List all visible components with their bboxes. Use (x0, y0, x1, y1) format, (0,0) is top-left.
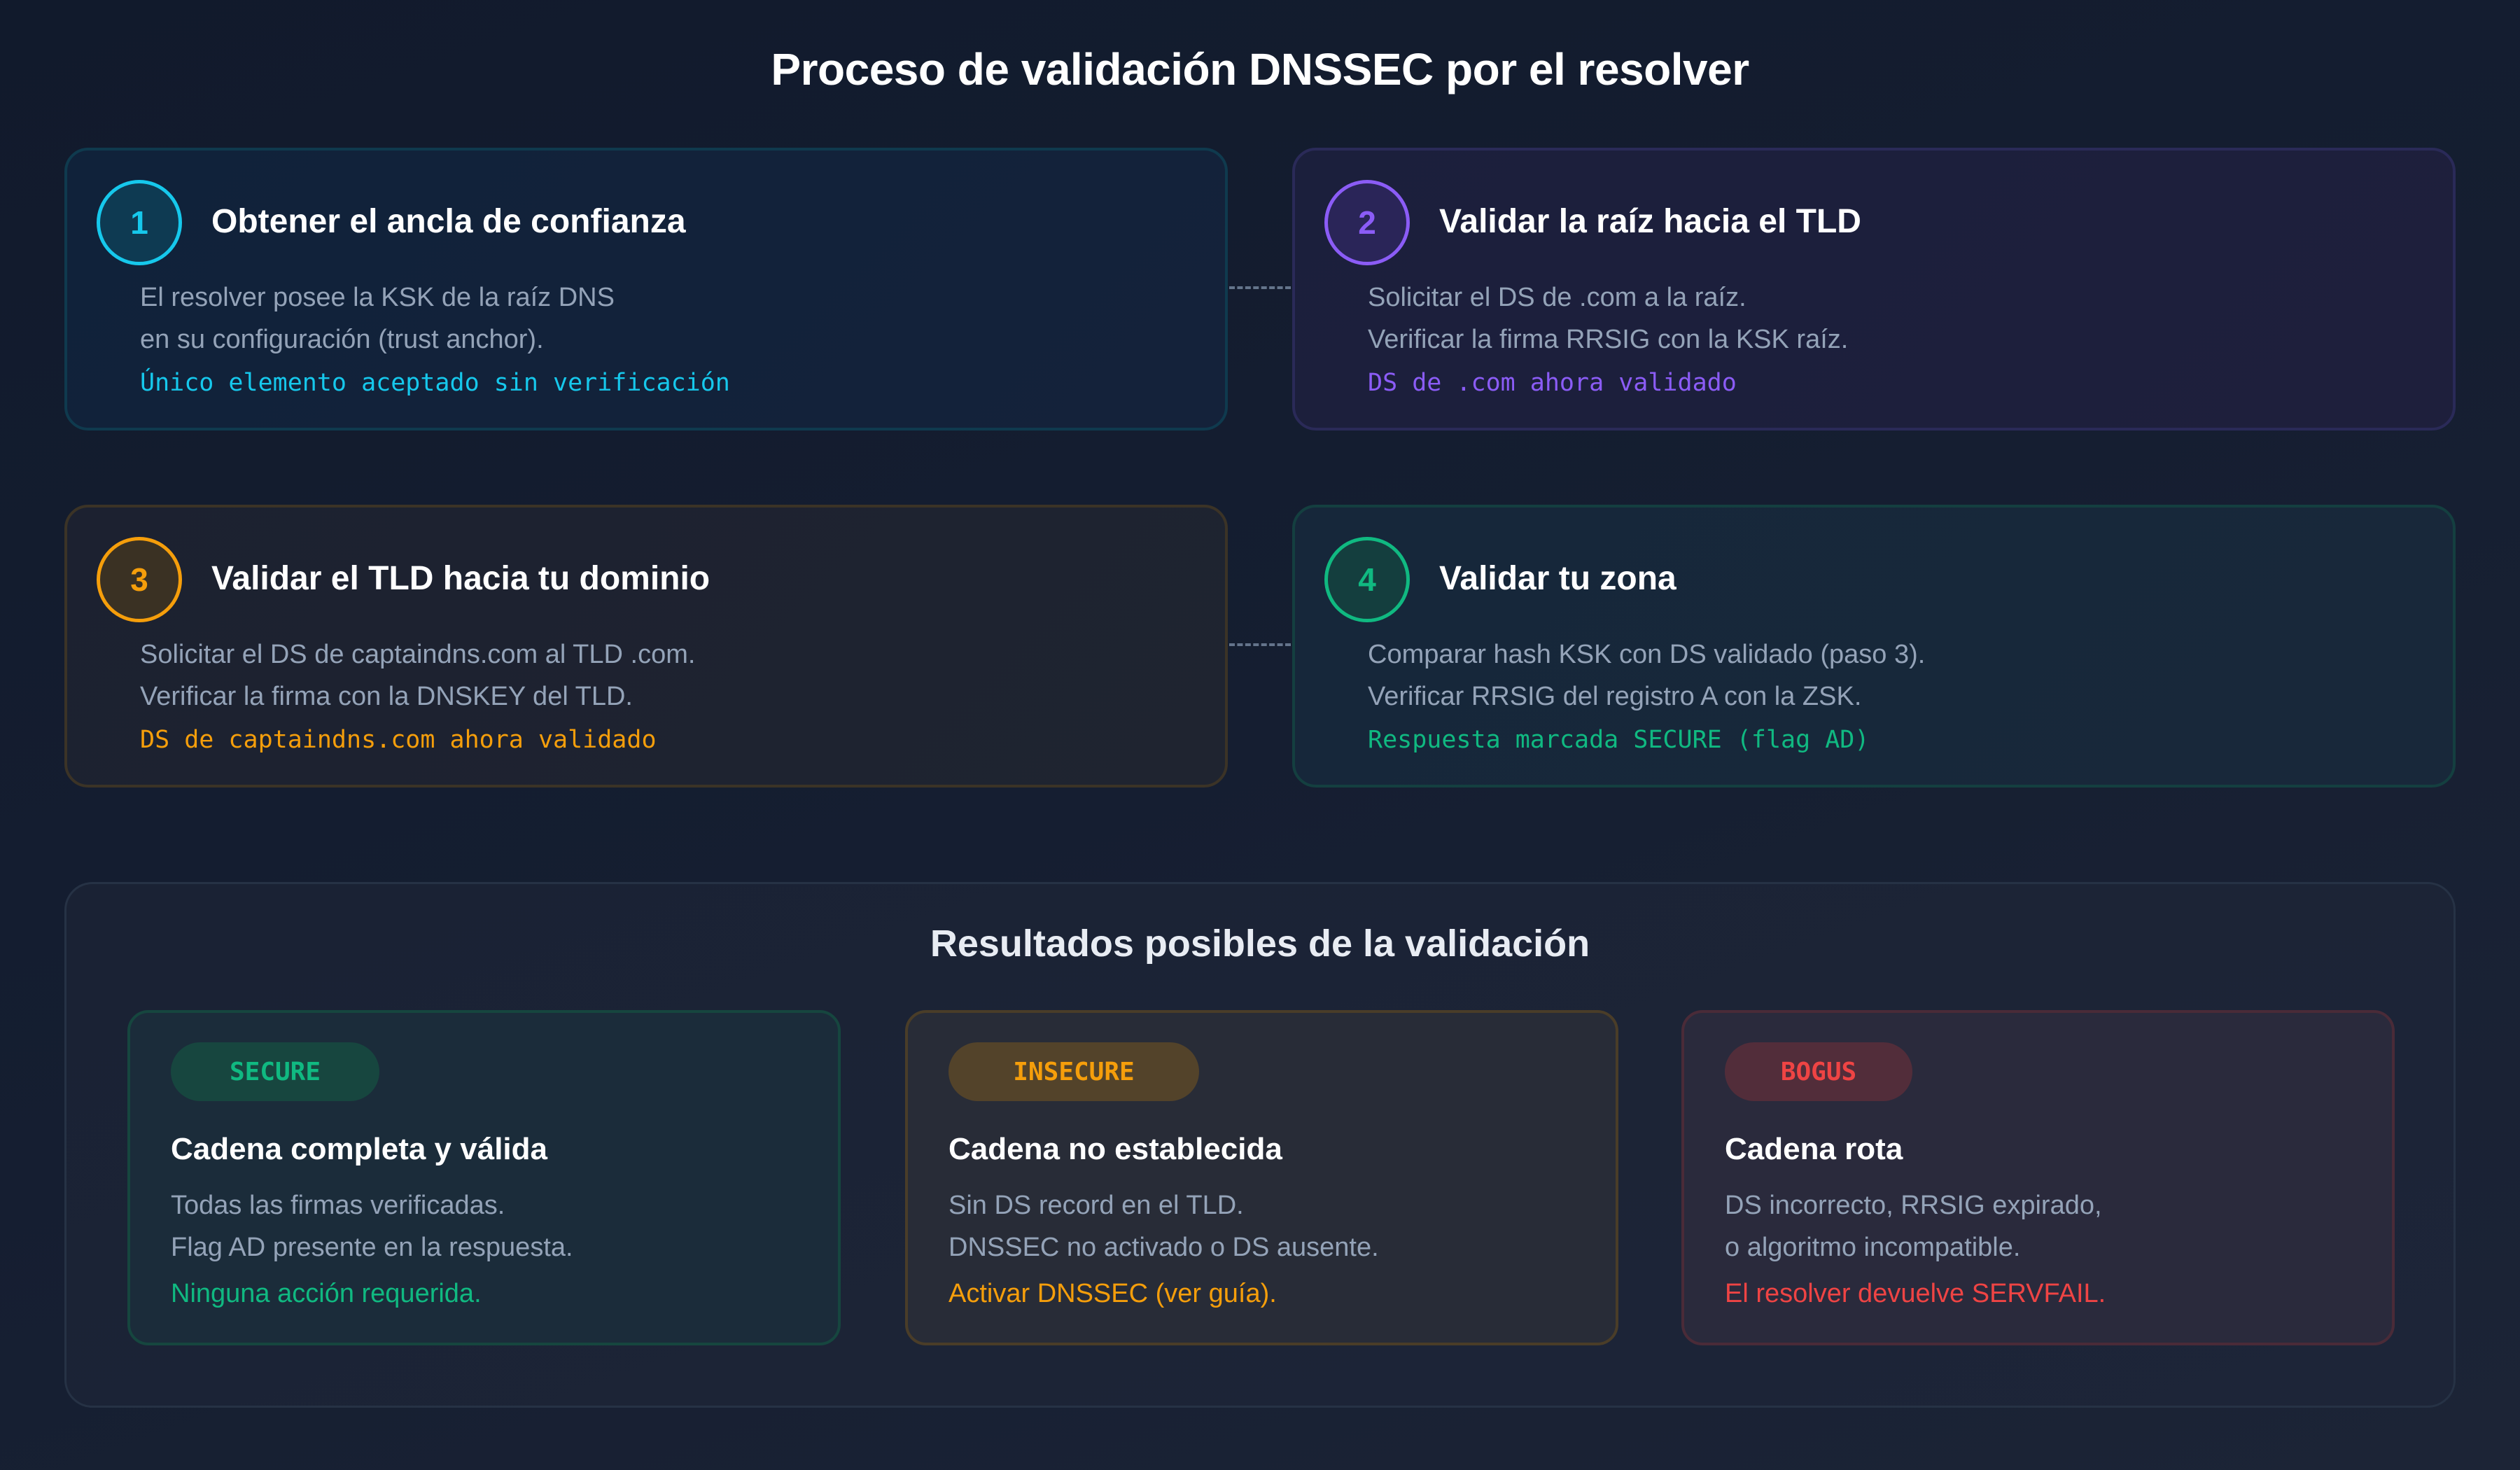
step-description-line: El resolver posee la KSK de la raíz DNS (140, 283, 615, 312)
status-badge-insecure: INSECURE (948, 1042, 1199, 1101)
result-description-line: o algoritmo incompatible. (1725, 1233, 2021, 1262)
result-card-bogus: BOGUS Cadena rota DS incorrecto, RRSIG e… (1681, 1010, 2395, 1345)
step-note-3: DS de captaindns.com ahora validado (140, 726, 657, 754)
status-badge-secure: SECURE (171, 1042, 379, 1101)
status-badge-bogus: BOGUS (1725, 1042, 1912, 1101)
result-description-bogus: DS incorrecto, RRSIG expirado, o algorit… (1725, 1184, 2102, 1268)
step-title-4: Validar tu zona (1439, 560, 1676, 597)
dashed-connector-1-2 (1229, 286, 1291, 289)
result-action-bogus: El resolver devuelve SERVFAIL. (1725, 1279, 2106, 1308)
results-title: Resultados posibles de la validación (930, 923, 1590, 965)
step-number-badge-1: 1 (97, 180, 182, 265)
step-number-badge-2: 2 (1324, 180, 1410, 265)
result-description-line: DNSSEC no activado o DS ausente. (948, 1233, 1379, 1262)
result-description-secure: Todas las firmas verificadas. Flag AD pr… (171, 1184, 573, 1268)
result-title-bogus: Cadena rota (1725, 1132, 1903, 1166)
result-description-line: Todas las firmas verificadas. (171, 1191, 505, 1220)
result-action-insecure: Activar DNSSEC (ver guía). (948, 1279, 1277, 1308)
result-card-secure: SECURE Cadena completa y válida Todas la… (127, 1010, 841, 1345)
step-card-1: 1 Obtener el ancla de confianza El resol… (64, 148, 1228, 430)
step-description-2: Solicitar el DS de .com a la raíz. Verif… (1368, 276, 1848, 360)
step-number-badge-4: 4 (1324, 537, 1410, 622)
step-description-line: Verificar la firma con la DNSKEY del TLD… (140, 682, 633, 711)
result-description-insecure: Sin DS record en el TLD. DNSSEC no activ… (948, 1184, 1379, 1268)
step-card-4: 4 Validar tu zona Comparar hash KSK con … (1292, 505, 2456, 788)
step-description-line: Verificar la firma RRSIG con la KSK raíz… (1368, 325, 1849, 354)
results-panel: Resultados posibles de la validación SEC… (64, 882, 2456, 1408)
result-title-insecure: Cadena no establecida (948, 1132, 1282, 1166)
result-description-line: Sin DS record en el TLD. (948, 1191, 1244, 1220)
step-note-1: Único elemento aceptado sin verificación (140, 369, 730, 397)
dashed-connector-3-4 (1229, 643, 1291, 646)
step-description-line: Solicitar el DS de captaindns.com al TLD… (140, 640, 696, 669)
step-number-badge-3: 3 (97, 537, 182, 622)
step-description-3: Solicitar el DS de captaindns.com al TLD… (140, 634, 695, 718)
step-note-4: Respuesta marcada SECURE (flag AD) (1368, 726, 1870, 754)
step-card-2: 2 Validar la raíz hacia el TLD Solicitar… (1292, 148, 2456, 430)
step-title-1: Obtener el ancla de confianza (211, 203, 686, 240)
step-description-1: El resolver posee la KSK de la raíz DNS … (140, 276, 615, 360)
step-description-line: Verificar RRSIG del registro A con la ZS… (1368, 682, 1862, 711)
result-title-secure: Cadena completa y válida (171, 1132, 547, 1166)
result-action-secure: Ninguna acción requerida. (171, 1279, 482, 1308)
step-title-3: Validar el TLD hacia tu dominio (211, 560, 710, 597)
step-card-3: 3 Validar el TLD hacia tu dominio Solici… (64, 505, 1228, 788)
step-description-4: Comparar hash KSK con DS validado (paso … (1368, 634, 1925, 718)
step-description-line: Solicitar el DS de .com a la raíz. (1368, 283, 1746, 312)
result-description-line: Flag AD presente en la respuesta. (171, 1233, 573, 1262)
step-description-line: en su configuración (trust anchor). (140, 325, 544, 354)
step-description-line: Comparar hash KSK con DS validado (paso … (1368, 640, 1926, 669)
result-description-line: DS incorrecto, RRSIG expirado, (1725, 1191, 2102, 1220)
step-note-2: DS de .com ahora validado (1368, 369, 1737, 397)
step-title-2: Validar la raíz hacia el TLD (1439, 203, 1861, 240)
result-card-insecure: INSECURE Cadena no establecida Sin DS re… (905, 1010, 1618, 1345)
page-title: Proceso de validación DNSSEC por el reso… (771, 44, 1749, 94)
